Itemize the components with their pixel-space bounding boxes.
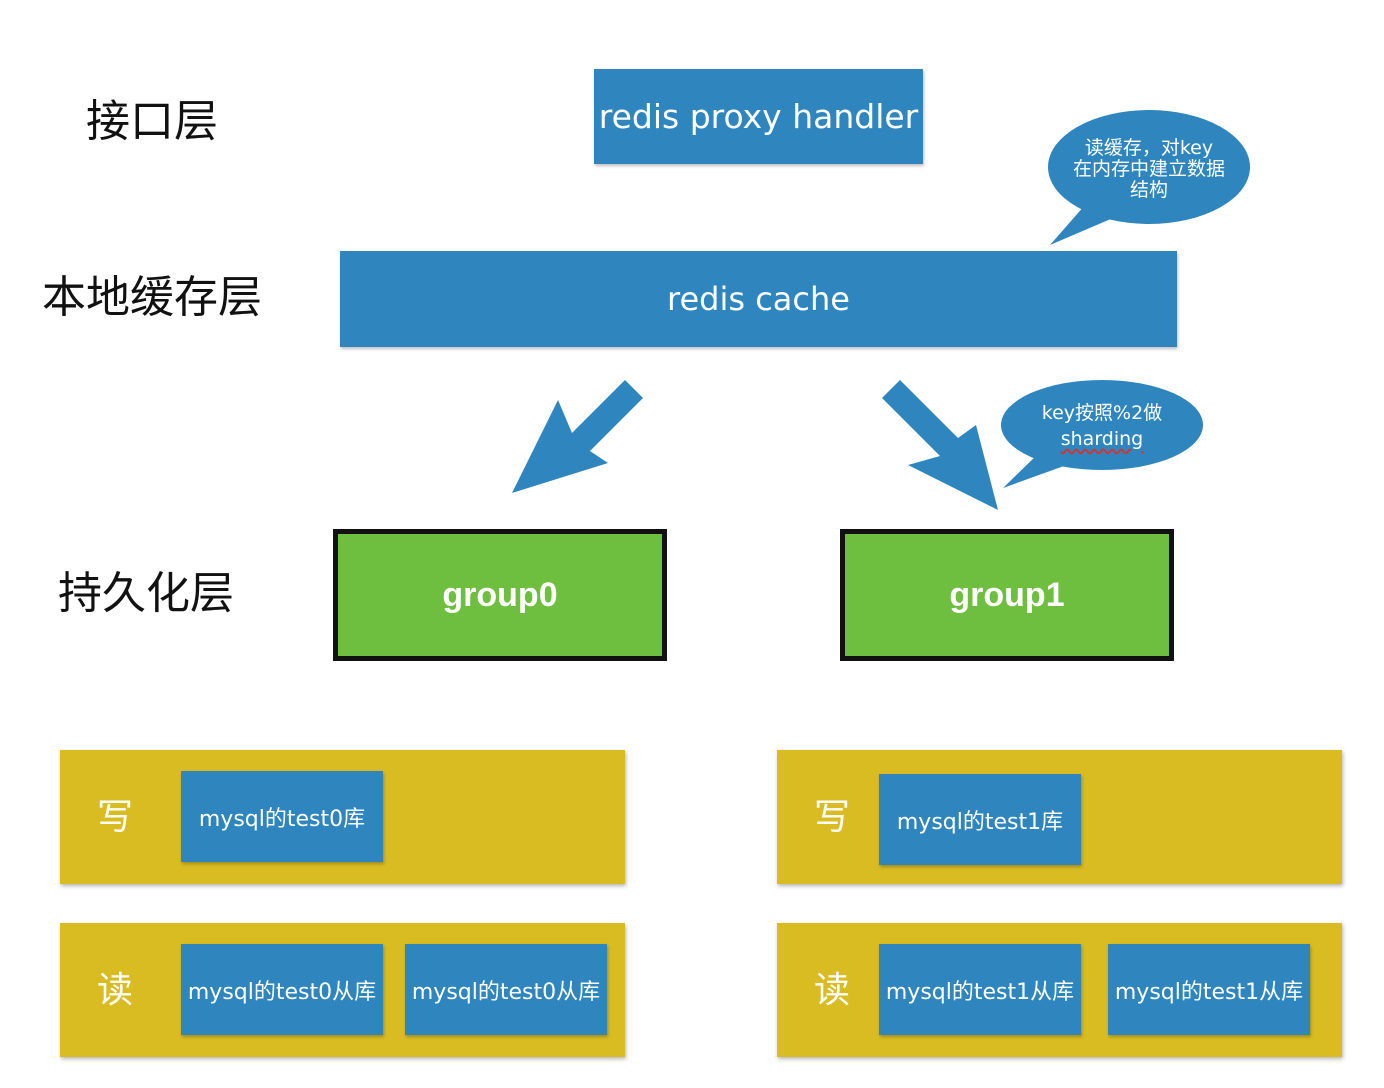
arrow-to-group1 bbox=[882, 380, 998, 510]
group1-read-label: 读 bbox=[814, 970, 851, 1011]
shard-note-line-2: sharding bbox=[1060, 428, 1144, 450]
cache-note-line-1: 读缓存，对key bbox=[1084, 137, 1214, 159]
shard-note-line-1: key按照%2做 bbox=[1041, 402, 1163, 424]
group0-read-panel: 读 mysql的test0从库 mysql的test0从库 bbox=[60, 923, 625, 1057]
group0-write-panel: 写 mysql的test0库 bbox=[60, 750, 625, 884]
group0-write-db: mysql的test0库 bbox=[181, 771, 383, 862]
group1-read-db-2: mysql的test1从库 bbox=[1108, 944, 1310, 1035]
group1-box: group1 bbox=[840, 529, 1174, 661]
cache-note-line-3: 结构 bbox=[1129, 179, 1168, 201]
group0-read-label: 读 bbox=[97, 970, 134, 1011]
group1-read-db-1: mysql的test1从库 bbox=[879, 944, 1081, 1035]
group1-write-db: mysql的test1库 bbox=[879, 774, 1081, 865]
proxy-box: redis proxy handler bbox=[594, 69, 923, 164]
group0-label: group0 bbox=[442, 575, 558, 614]
cache-note-bubble bbox=[1048, 110, 1250, 245]
layer-label-persistence: 持久化层 bbox=[58, 568, 234, 619]
shard-note-bubble bbox=[1001, 380, 1203, 488]
cache-note-text: 读缓存，对key 在内存中建立数据 结构 bbox=[1056, 138, 1242, 201]
cache-label: redis cache bbox=[667, 280, 850, 318]
group1-read-panel: 读 mysql的test1从库 mysql的test1从库 bbox=[777, 923, 1342, 1057]
group1-write-label: 写 bbox=[814, 797, 851, 838]
cache-box: redis cache bbox=[340, 251, 1177, 347]
group0-write-label: 写 bbox=[97, 797, 134, 838]
group0-box: group0 bbox=[333, 529, 667, 661]
layer-label-local-cache: 本地缓存层 bbox=[42, 272, 262, 323]
layer-label-interface: 接口层 bbox=[86, 96, 218, 147]
cache-note-line-2: 在内存中建立数据 bbox=[1072, 158, 1225, 180]
group1-label: group1 bbox=[949, 575, 1065, 614]
group0-read-db-1: mysql的test0从库 bbox=[181, 944, 383, 1035]
shard-note-text: key按照%2做 sharding bbox=[1010, 400, 1194, 452]
proxy-label: redis proxy handler bbox=[598, 97, 919, 136]
arrow-to-group0 bbox=[512, 380, 643, 493]
group1-write-panel: 写 mysql的test1库 bbox=[777, 750, 1342, 884]
group0-read-db-2: mysql的test0从库 bbox=[405, 944, 607, 1035]
